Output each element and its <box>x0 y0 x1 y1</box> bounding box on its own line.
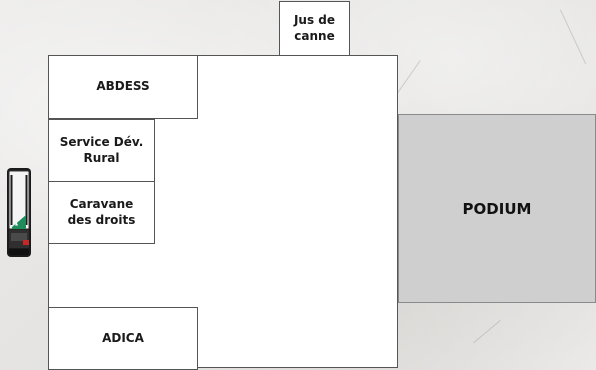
stand-jus-de-canne-label: Jus de canne <box>293 12 336 43</box>
stand-adica: ADICA <box>48 307 198 370</box>
podium: PODIUM <box>398 114 596 303</box>
podium-label: PODIUM <box>462 199 532 218</box>
stand-abdess-label: ABDESS <box>96 79 150 94</box>
stand-adica-label: ADICA <box>102 330 144 345</box>
stand-caravane-des-droits: Caravane des droits <box>48 181 155 244</box>
stand-jus-de-canne: Jus de canne <box>279 1 350 56</box>
truck-icon: ▲ <box>6 167 32 258</box>
stand-abdess: ABDESS <box>48 55 198 119</box>
stand-service-dev-rural-label: Service Dév. Rural <box>59 134 144 165</box>
stand-service-dev-rural: Service Dév. Rural <box>48 119 155 182</box>
svg-text:▲: ▲ <box>15 221 19 226</box>
stand-caravane-des-droits-label: Caravane des droits <box>67 196 136 227</box>
